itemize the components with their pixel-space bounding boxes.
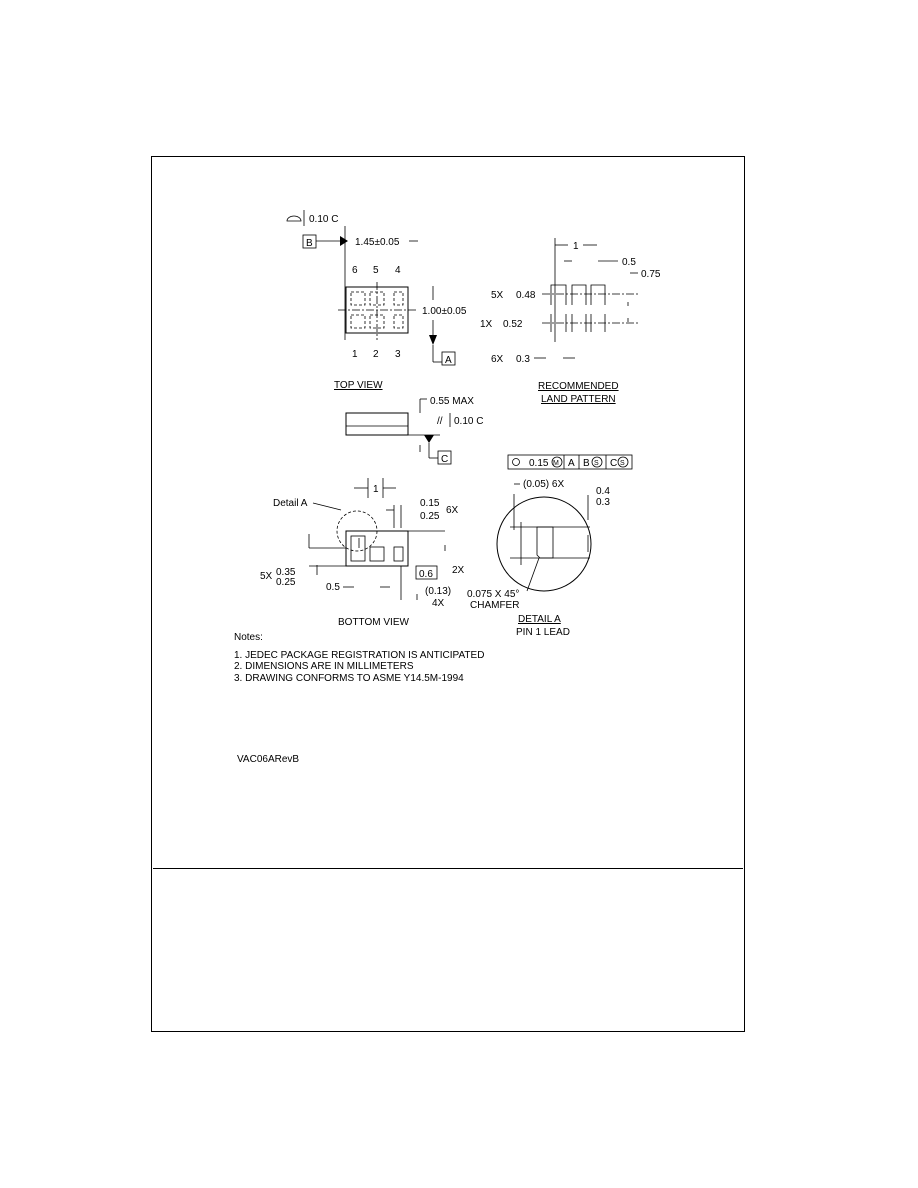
detail-dim-min: 0.3 bbox=[596, 497, 610, 508]
land-dim-05: 0.5 bbox=[622, 257, 636, 268]
side-view: 0.55 MAX // 0.10 C C bbox=[345, 396, 483, 465]
pad-width-count: 6X bbox=[446, 505, 459, 516]
land-row2-value: 0.52 bbox=[503, 319, 523, 330]
pad-width-min: 0.25 bbox=[420, 511, 440, 522]
box-count: 2X bbox=[452, 565, 465, 576]
note-item: 2. DIMENSIONS ARE IN MILLIMETERS bbox=[234, 661, 414, 672]
bottom-view-title: BOTTOM VIEW bbox=[338, 617, 409, 628]
datum-c-box bbox=[437, 450, 452, 465]
notes: Notes: 1. JEDEC PACKAGE REGISTRATION IS … bbox=[234, 632, 484, 684]
top-view: 0.10 C B 1.45±0.05 6 5 4 1.00±0.05 A bbox=[286, 210, 467, 391]
modifier-m-icon bbox=[551, 456, 563, 468]
land-pad bbox=[590, 284, 606, 305]
land-dim-075: 0.75 bbox=[641, 269, 661, 280]
detail-dim-max: 0.4 bbox=[596, 486, 610, 497]
pin-4: 4 bbox=[395, 265, 401, 276]
ref-count: 4X bbox=[432, 598, 445, 609]
land-pad bbox=[571, 284, 587, 305]
detail-ref-dim: (0.05) 6X bbox=[523, 479, 564, 490]
top-view-title: TOP VIEW bbox=[334, 380, 383, 391]
flatness-icon bbox=[286, 215, 302, 222]
flatness-tolerance: 0.10 C bbox=[309, 214, 338, 225]
modifier-s-icon bbox=[617, 456, 629, 468]
pin-1: 1 bbox=[352, 349, 358, 360]
parallelism-tolerance: 0.10 C bbox=[454, 416, 483, 427]
bottom-center-mark: 1 bbox=[373, 484, 379, 495]
detail-a-title: DETAIL A bbox=[518, 614, 561, 625]
fcf-modifier-m: M bbox=[553, 460, 559, 467]
land-row3-value: 0.3 bbox=[516, 354, 530, 365]
ref-value: (0.13) bbox=[425, 586, 451, 597]
side-view-body bbox=[345, 412, 409, 436]
feature-control-frame: 0.15 M A B S C S bbox=[507, 454, 633, 470]
chamfer-label: CHAMFER bbox=[470, 600, 519, 611]
fcf-datum-b: B bbox=[583, 458, 590, 469]
fcf-tolerance: 0.15 bbox=[529, 458, 549, 469]
chamfer-dim: 0.075 X 45° bbox=[467, 589, 519, 600]
fcf-modifier-c: S bbox=[620, 460, 625, 467]
fcf-box bbox=[507, 454, 633, 470]
pad bbox=[369, 291, 385, 306]
side-max-height: 0.55 MAX bbox=[430, 396, 474, 407]
detail-a-enlarged-circle bbox=[496, 496, 592, 592]
land-dim-1: 1 bbox=[573, 241, 579, 252]
pin-2: 2 bbox=[373, 349, 379, 360]
datum-c-label: C bbox=[441, 454, 448, 465]
land-row2-count: 1X bbox=[480, 319, 493, 330]
pin-5: 5 bbox=[373, 265, 379, 276]
position-icon bbox=[512, 458, 520, 466]
pad bbox=[393, 314, 404, 329]
note-item: 1. JEDEC PACKAGE REGISTRATION IS ANTICIP… bbox=[234, 650, 484, 661]
note-item: 3. DRAWING CONFORMS TO ASME Y14.5M-1994 bbox=[234, 673, 464, 684]
pad bbox=[369, 314, 385, 329]
land-pattern: 1 0.5 0.75 5X 0.48 1X 0.52 6X 0.3 RECOMM… bbox=[480, 238, 661, 405]
bottom-pad bbox=[350, 535, 366, 562]
datum-a-label: A bbox=[445, 355, 452, 366]
land-row1-count: 5X bbox=[491, 290, 504, 301]
modifier-s-icon bbox=[591, 456, 603, 468]
detail-a-label: Detail A bbox=[273, 498, 308, 509]
fcf-datum-c: C bbox=[610, 458, 617, 469]
pad-width-max: 0.15 bbox=[420, 498, 440, 509]
fcf-modifier-b: S bbox=[594, 460, 599, 467]
detail-a: (0.05) 6X 0.4 0.3 0.075 X 45° CHAMFER DE… bbox=[467, 479, 610, 638]
fcf-datum-a: A bbox=[568, 458, 575, 469]
datum-b-triangle bbox=[340, 236, 348, 246]
box-value-frame bbox=[415, 565, 438, 580]
pad-len-count: 5X bbox=[260, 571, 273, 582]
parallelism-icon: // bbox=[437, 416, 443, 427]
datum-b-box bbox=[302, 234, 317, 249]
drawing-id: VAC06ARevB bbox=[237, 754, 299, 765]
pad-len-min: 0.25 bbox=[276, 577, 296, 588]
box-value: 0.6 bbox=[419, 569, 433, 580]
bottom-pad bbox=[369, 546, 385, 562]
land-row1-value: 0.48 bbox=[516, 290, 536, 301]
notes-heading: Notes: bbox=[234, 632, 263, 643]
land-pattern-title-1: RECOMMENDED bbox=[538, 381, 619, 392]
land-row3-count: 6X bbox=[491, 354, 504, 365]
width-dimension: 1.00±0.05 bbox=[422, 306, 467, 317]
datum-a-triangle bbox=[429, 335, 437, 345]
land-pattern-title-2: LAND PATTERN bbox=[541, 394, 616, 405]
land-pad bbox=[550, 284, 567, 305]
datum-b-label: B bbox=[306, 238, 313, 249]
datum-c-triangle bbox=[424, 435, 434, 443]
bottom-view-body bbox=[345, 530, 409, 567]
pad bbox=[393, 291, 404, 306]
page-frame bbox=[151, 156, 745, 1032]
pin-3: 3 bbox=[395, 349, 401, 360]
bottom-pad bbox=[393, 546, 404, 562]
bottom-view: 1 Detail A 0.15 0.25 6X 5X 0.35 0.25 0.5 bbox=[260, 478, 465, 628]
length-dimension: 1.45±0.05 bbox=[355, 237, 400, 248]
pad-len-max: 0.35 bbox=[276, 567, 296, 578]
datum-a-box bbox=[441, 351, 456, 366]
detail-a-subtitle: PIN 1 LEAD bbox=[516, 627, 570, 638]
pad bbox=[350, 314, 366, 329]
page-divider bbox=[153, 868, 743, 869]
pin-6: 6 bbox=[352, 265, 358, 276]
pitch-dimension: 0.5 bbox=[326, 582, 340, 593]
pad bbox=[350, 291, 366, 306]
detail-pad bbox=[536, 526, 554, 559]
